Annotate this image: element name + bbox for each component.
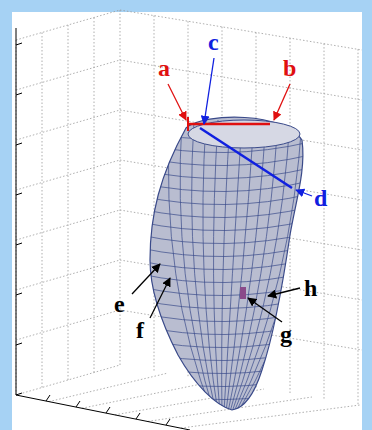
base-opening (188, 120, 300, 148)
axis-grid (16, 10, 362, 428)
callout-letter: c (208, 30, 219, 54)
callout-letter: h (304, 276, 317, 300)
ventricle-mesh (140, 120, 326, 415)
callout-letter: d (314, 186, 327, 210)
dimension-a-b (168, 84, 290, 131)
plot-panel (12, 12, 362, 430)
callout-letter: b (283, 56, 296, 80)
callout-letter: f (136, 318, 144, 342)
callout-letter: e (114, 292, 125, 316)
callout-letter: g (280, 322, 292, 346)
callout-letter: a (158, 56, 170, 80)
leader-lines (132, 264, 300, 322)
lesion-patch (240, 287, 246, 299)
